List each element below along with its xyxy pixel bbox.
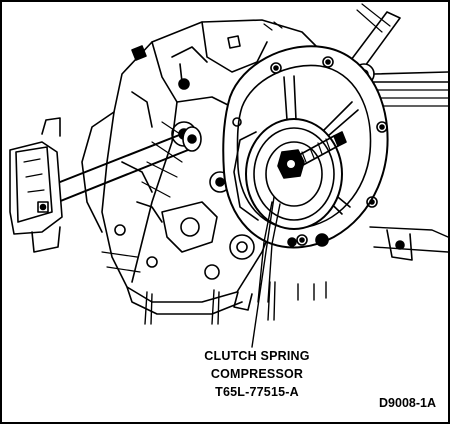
leader-line <box>251 196 275 348</box>
figure-id: D9008-1A <box>379 396 436 410</box>
clutch-spring-compressor <box>233 118 347 303</box>
callout-part-number: T65L-77515-A <box>215 385 299 399</box>
left-bracket <box>9 117 63 253</box>
callout-tool-name-line1: CLUTCH SPRING <box>204 349 310 363</box>
studs <box>144 233 329 325</box>
callout-tool-name-line2: COMPRESSOR <box>210 367 304 381</box>
